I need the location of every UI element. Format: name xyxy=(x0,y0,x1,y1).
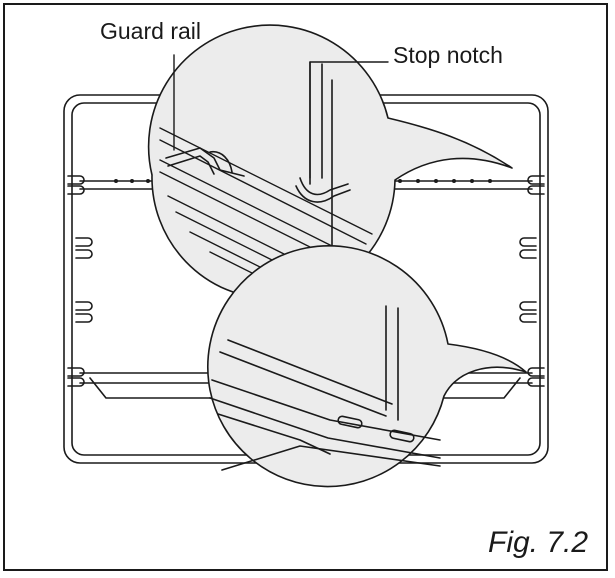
lower-magnifier xyxy=(207,245,527,488)
upper-magnifier xyxy=(147,24,513,300)
stop-notch-leader xyxy=(309,61,389,179)
right-shelf-runners xyxy=(519,175,545,387)
left-shelf-runners xyxy=(67,175,93,387)
figure-caption: Fig. 7.2 xyxy=(488,526,589,559)
guard-rail-label: Guard rail xyxy=(100,18,201,44)
leader-lines xyxy=(173,54,389,179)
shelf-dots xyxy=(114,179,492,183)
stop-notch-label: Stop notch xyxy=(393,42,503,68)
